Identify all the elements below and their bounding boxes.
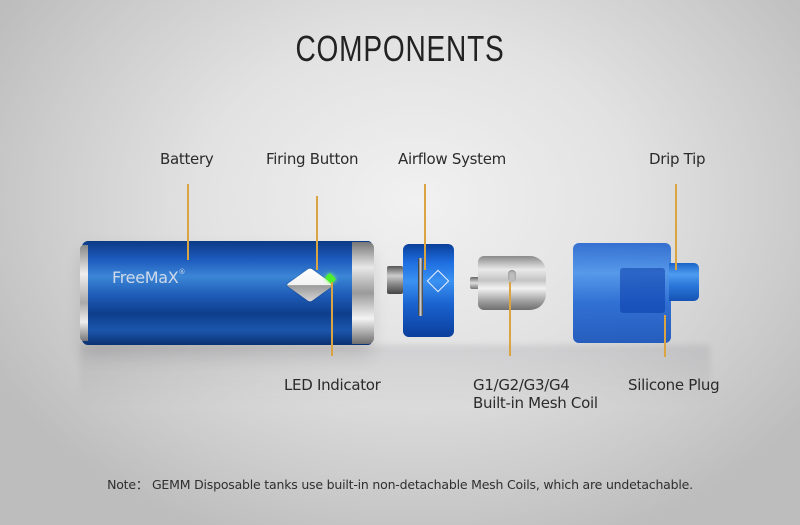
label-airflow-system: Airflow System xyxy=(398,150,506,168)
tank-chimney xyxy=(620,268,665,313)
drip-tip xyxy=(669,263,699,301)
footnote: Note： GEMM Disposable tanks use built-in… xyxy=(107,477,693,492)
coil-airhole xyxy=(508,270,516,282)
page-title: COMPONENTS xyxy=(295,28,505,69)
silicone-plug-leader-line xyxy=(664,315,666,357)
product-reflection xyxy=(80,345,710,405)
label-coil-models: G1/G2/G3/G4 xyxy=(473,376,570,394)
brand-logo: FreeMaX® xyxy=(112,268,185,287)
coil-leader-line xyxy=(509,282,511,356)
led-leader-line xyxy=(331,282,333,356)
battery-body xyxy=(82,241,372,345)
battery-connector-ring xyxy=(352,242,374,344)
registered-mark: ® xyxy=(178,268,186,276)
brand-name: FreeMaX xyxy=(112,268,179,287)
label-led-indicator: LED Indicator xyxy=(284,376,381,394)
coil-pin xyxy=(470,277,480,289)
label-coil-description: Built-in Mesh Coil xyxy=(473,394,598,412)
airflow-slot xyxy=(418,258,423,316)
label-firing-button: Firing Button xyxy=(266,150,359,168)
label-drip-tip: Drip Tip xyxy=(649,150,706,168)
battery-end-cap xyxy=(80,245,88,341)
battery-leader-line xyxy=(187,184,189,260)
airflow-threaded-pin xyxy=(387,266,403,294)
mesh-coil xyxy=(478,256,546,310)
label-battery: Battery xyxy=(160,150,214,168)
label-silicone-plug: Silicone Plug xyxy=(628,376,720,394)
drip-tip-leader-line xyxy=(675,184,677,270)
firing-button-leader-line xyxy=(316,196,318,270)
airflow-ring xyxy=(403,244,454,337)
airflow-leader-line xyxy=(424,184,426,270)
